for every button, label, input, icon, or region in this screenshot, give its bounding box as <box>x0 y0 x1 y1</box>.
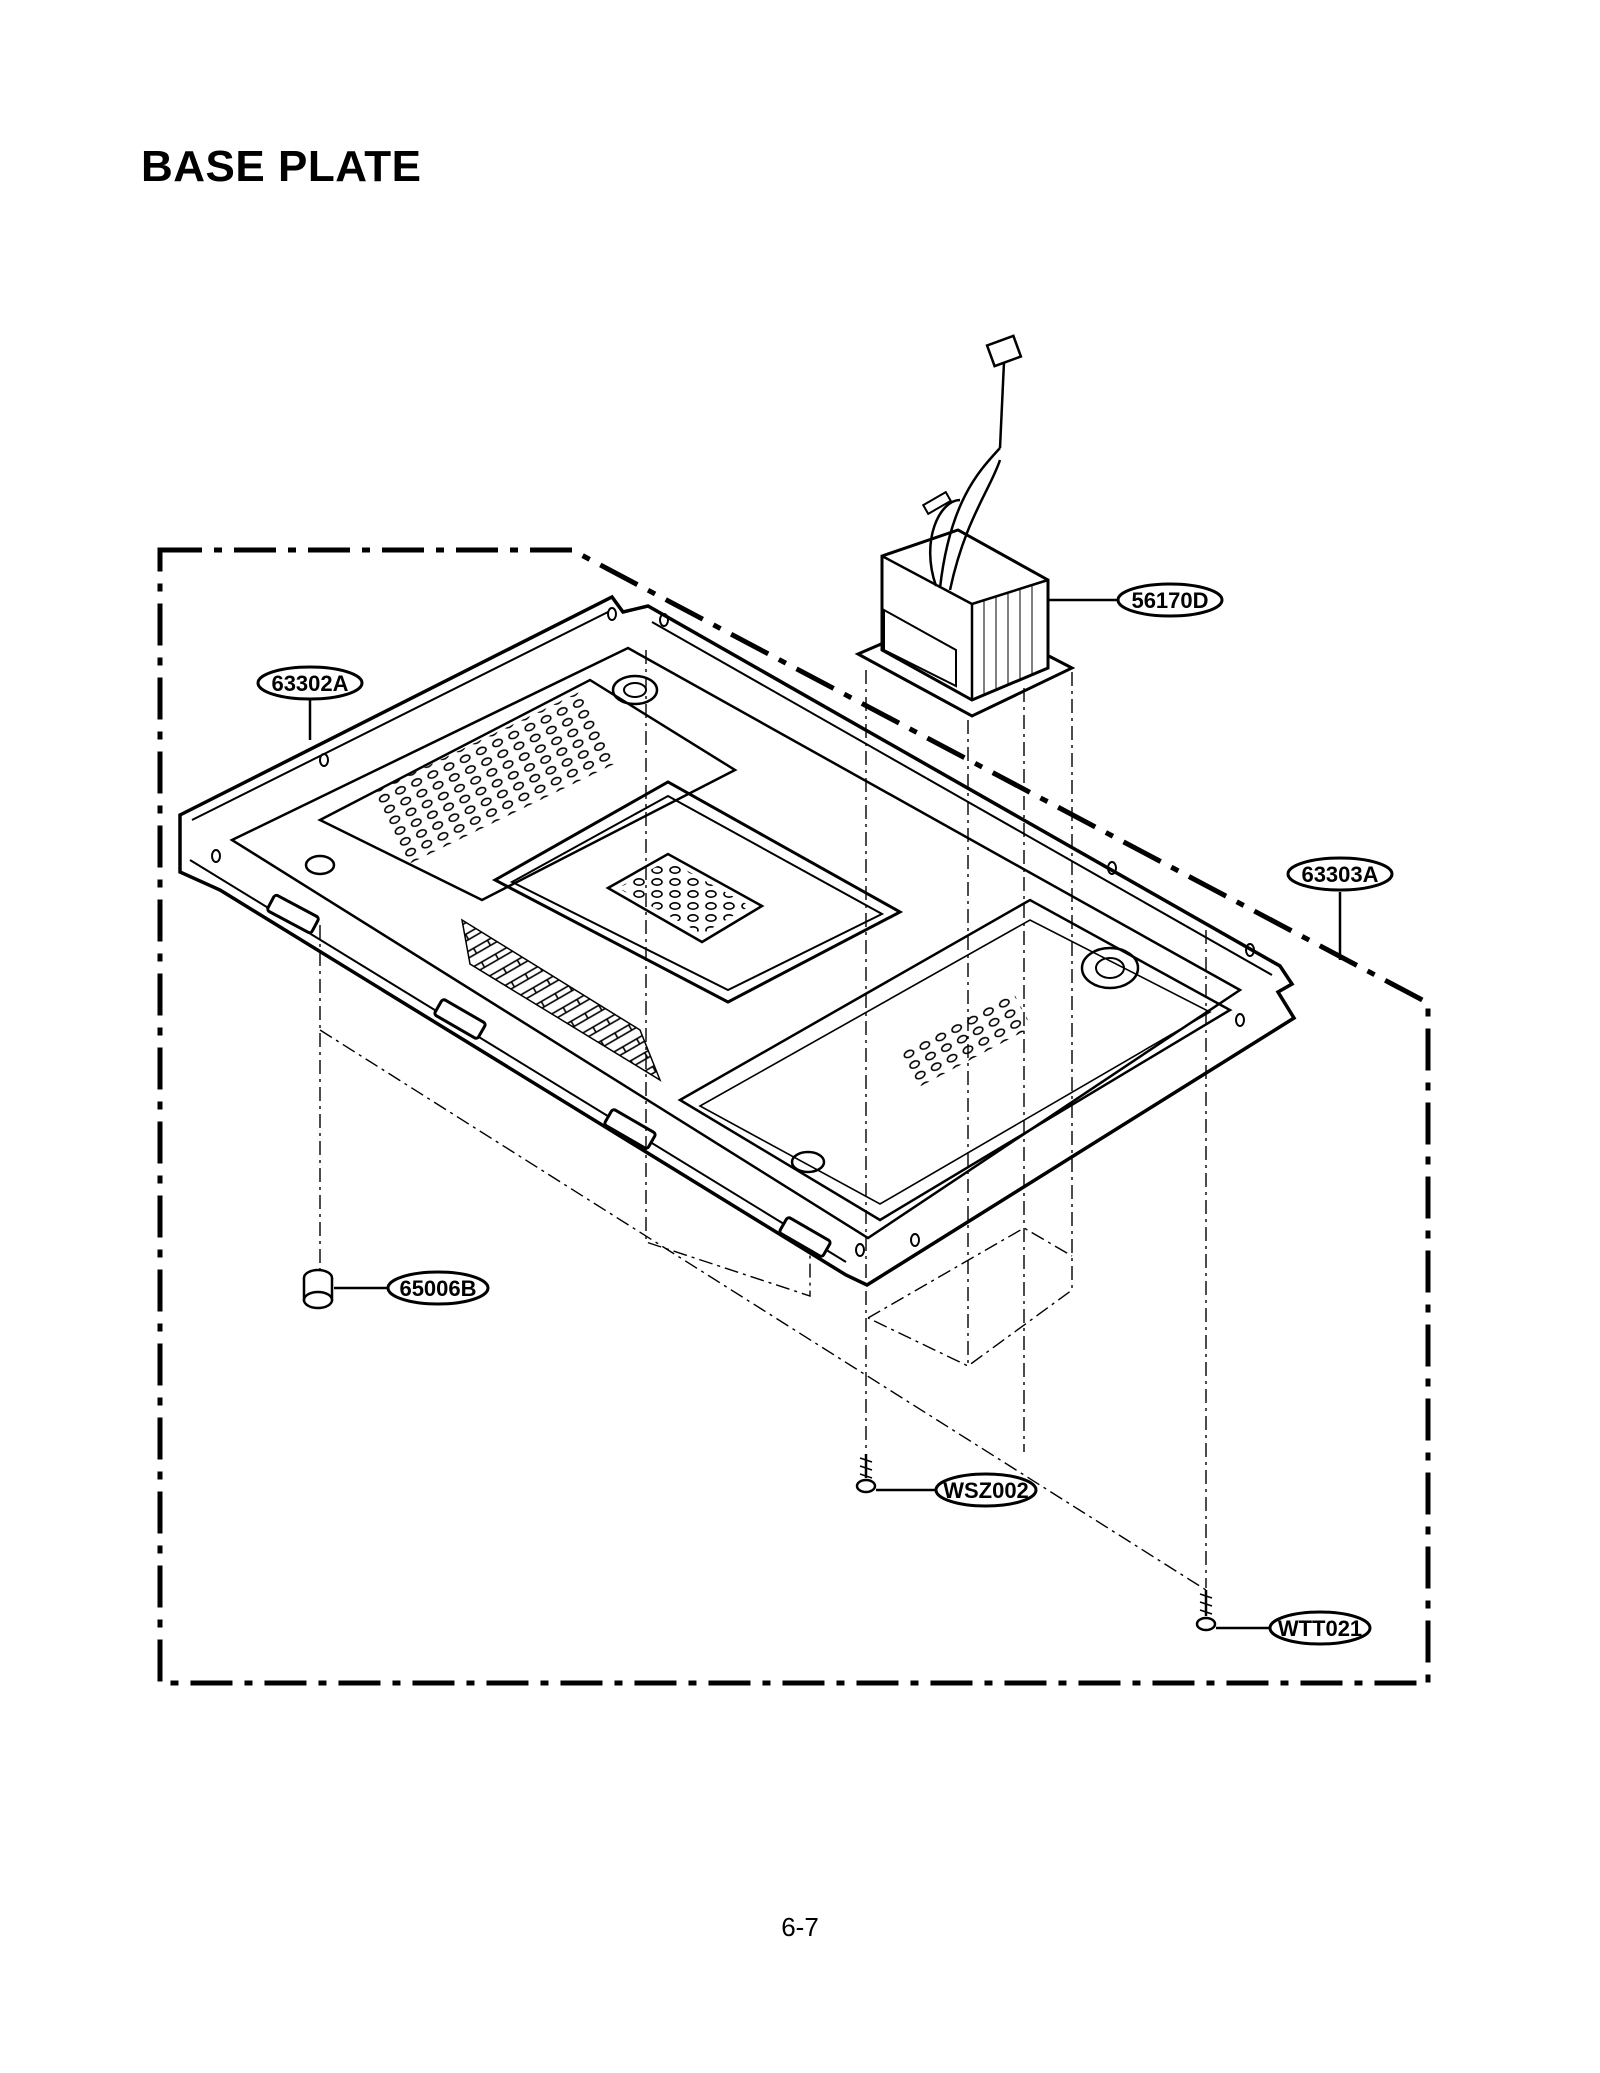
explode-lines <box>319 650 1207 1591</box>
callout-wsz002: WSZ002 <box>934 1472 1038 1508</box>
center-vent <box>605 852 765 944</box>
callout-wsz002-label: WSZ002 <box>943 1478 1029 1503</box>
callout-56170d-label: 56170D <box>1131 588 1208 613</box>
page-title: BASE PLATE <box>141 142 422 191</box>
base-plate-inner-edge <box>229 646 1243 1240</box>
center-raised-panel <box>491 780 904 1004</box>
callout-63302a-label: 63302A <box>271 671 348 696</box>
page-number: 6-7 <box>781 1912 819 1942</box>
base-plate-rim <box>178 594 1297 1287</box>
assembly-boundary <box>157 547 1431 1686</box>
callout-63302a: 63302A <box>256 665 364 701</box>
callout-65006b: 65006B <box>386 1270 490 1306</box>
transformer <box>854 334 1076 718</box>
callout-56170d: 56170D <box>1116 582 1224 618</box>
transformer-leads <box>928 447 1002 591</box>
callout-wtt021-label: WTT021 <box>1278 1616 1362 1641</box>
callout-63303a: 63303A <box>1286 856 1394 892</box>
lead-connector <box>985 334 1023 368</box>
screw-wtt021 <box>1195 1590 1217 1632</box>
transformer-coil <box>883 608 957 688</box>
base-plate <box>178 594 1297 1287</box>
base-plate-channel <box>677 898 1233 1222</box>
callout-65006b-label: 65006B <box>399 1276 476 1301</box>
vent-panel-left <box>317 678 738 902</box>
callout-63303a-label: 63303A <box>1301 862 1378 887</box>
callout-wtt021: WTT021 <box>1268 1610 1372 1646</box>
screw-wsz002 <box>855 1454 877 1494</box>
slotted-vent <box>460 918 662 1082</box>
mounting-holes <box>211 607 1255 1257</box>
foot-65006b <box>302 1268 334 1310</box>
